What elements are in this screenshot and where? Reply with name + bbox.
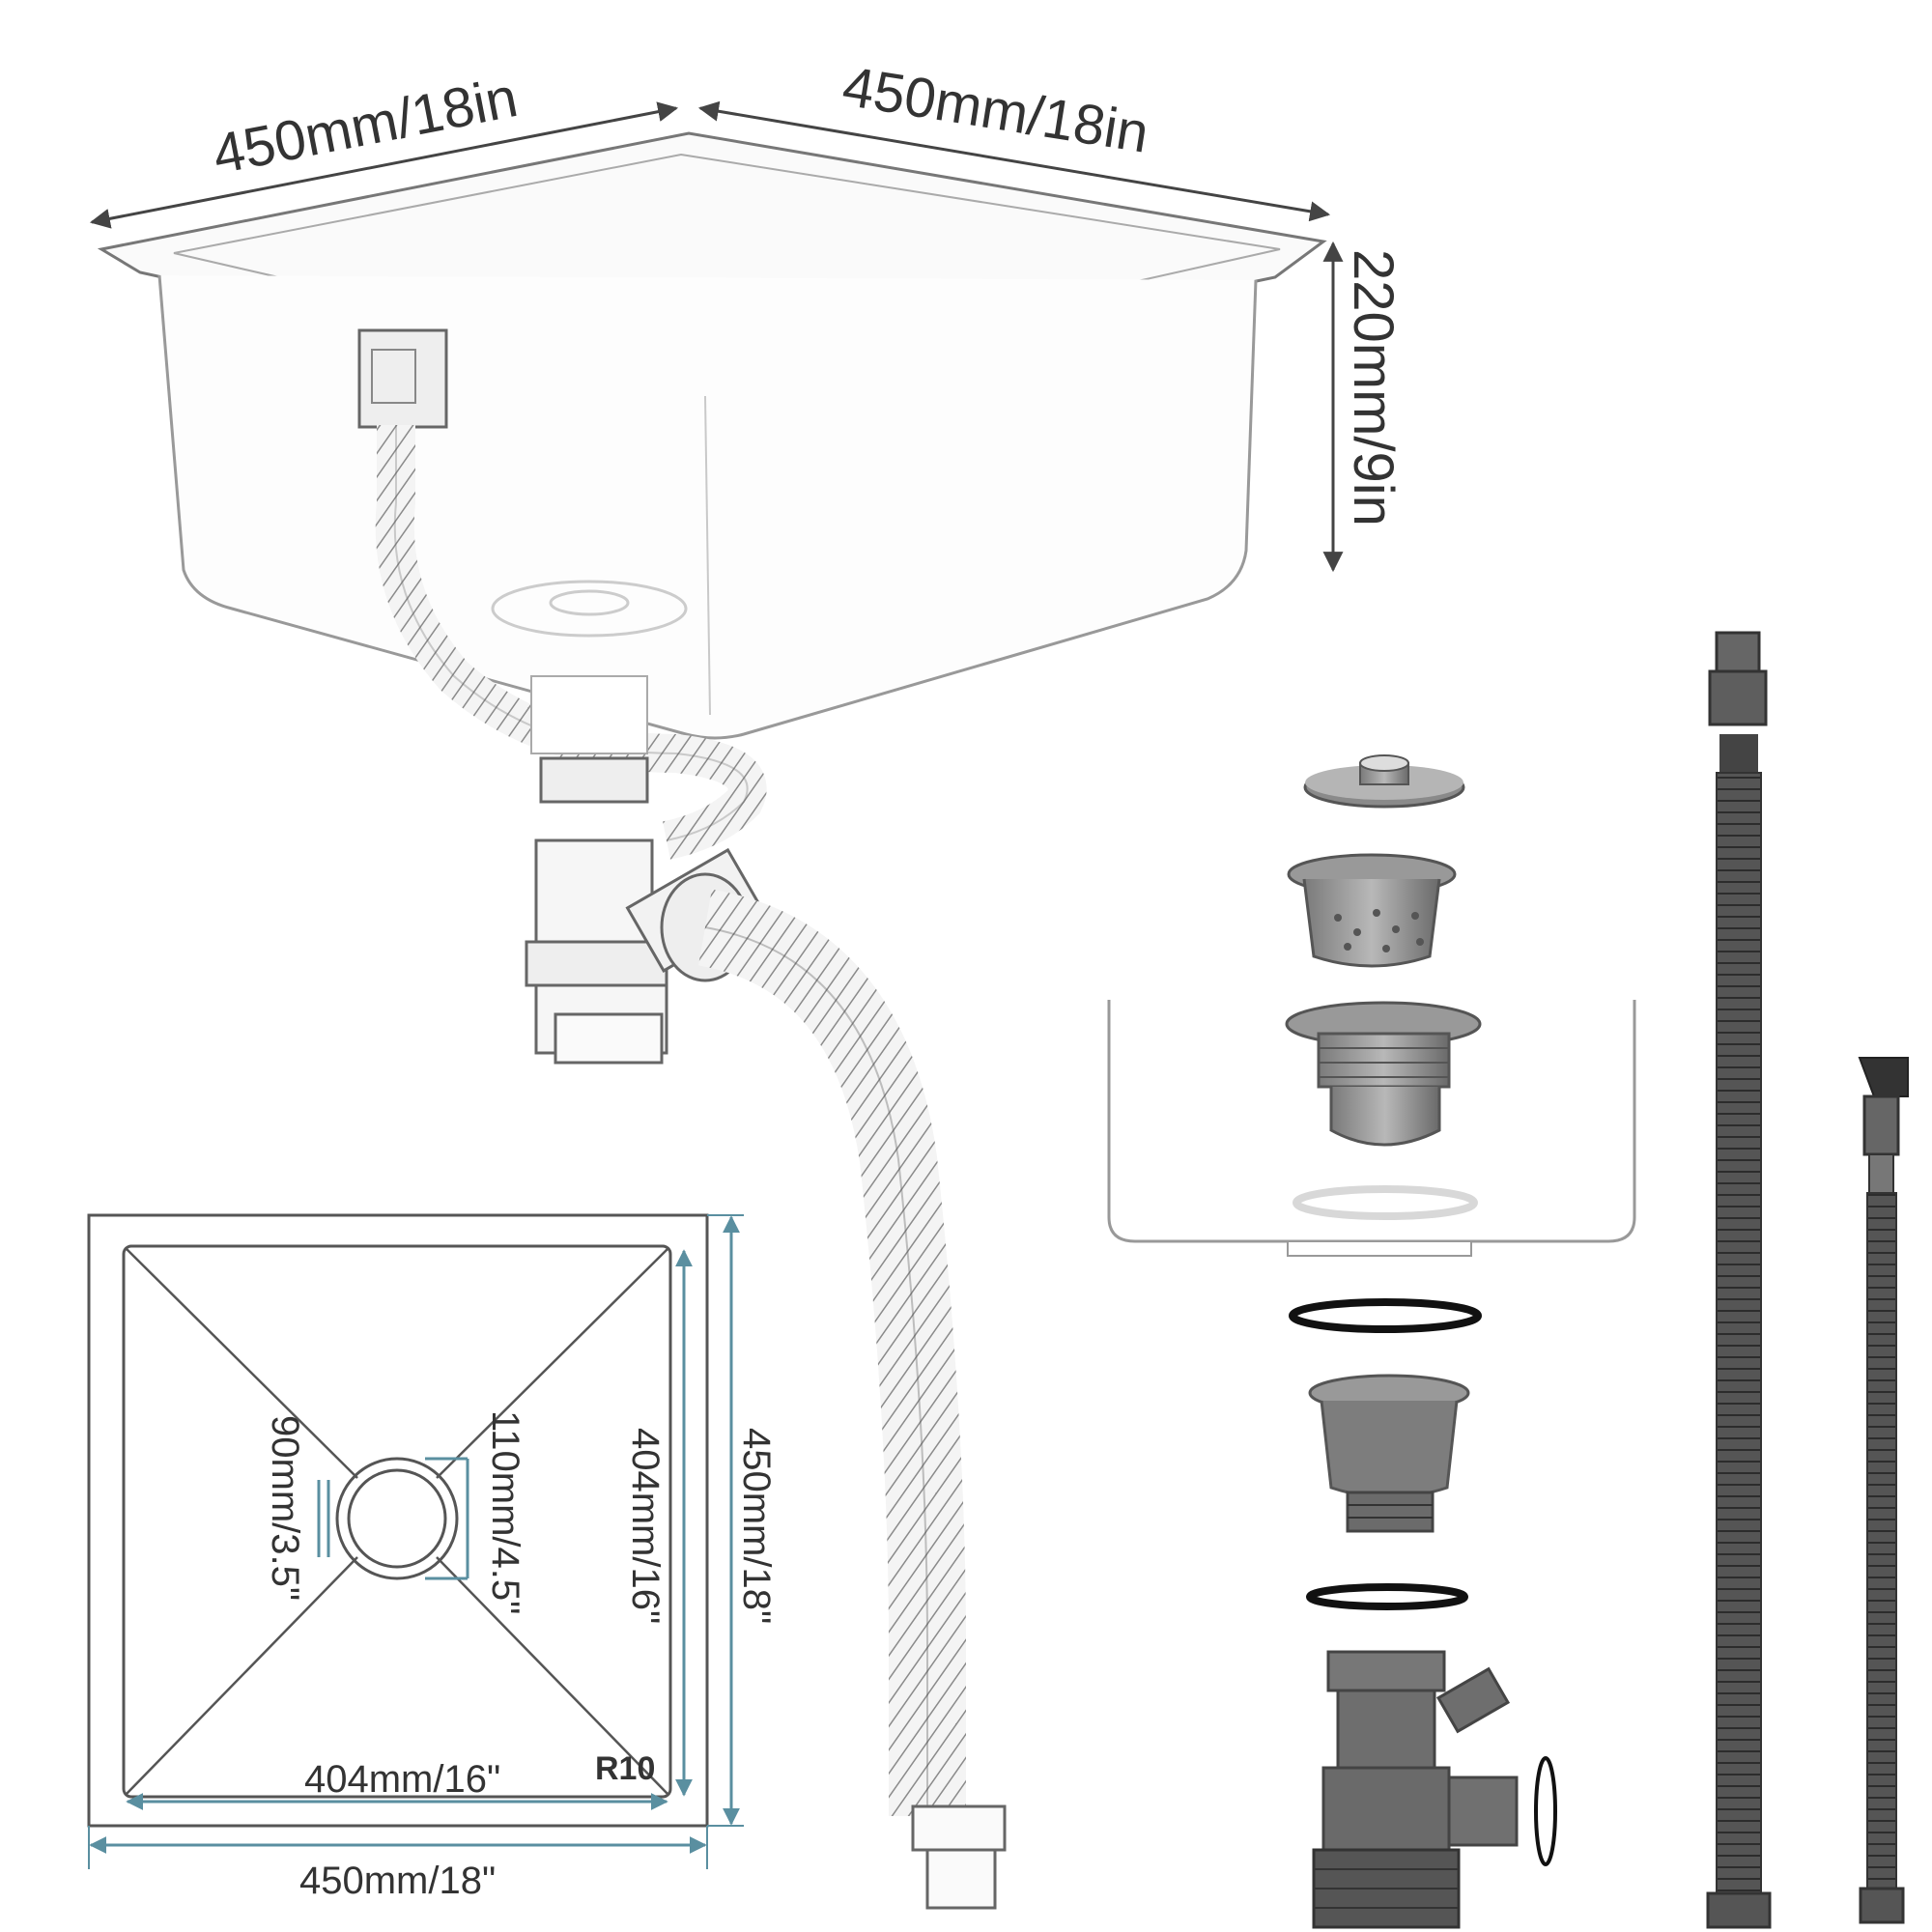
outer-outline bbox=[87, 1213, 709, 1828]
overflow-pipe bbox=[1858, 1057, 1909, 1924]
inner-height-label: 404mm/16" bbox=[624, 1428, 667, 1624]
drain-hose bbox=[697, 889, 966, 1816]
inner-width-label: 404mm/16" bbox=[304, 1758, 500, 1801]
drain-parts bbox=[1107, 631, 1909, 1929]
outer-height-label: 450mm/18" bbox=[735, 1428, 778, 1624]
stopper-cap bbox=[1303, 754, 1465, 809]
bottle-trap bbox=[1312, 1650, 1557, 1929]
overflow-fitting bbox=[357, 328, 448, 429]
top-width-dimension bbox=[89, 101, 679, 229]
drain-inner-label: 90mm/3.5" bbox=[264, 1415, 306, 1601]
long-drain-hose bbox=[1706, 631, 1772, 1929]
strainer-basket bbox=[1287, 853, 1457, 968]
top-view-drawing: 90mm/3.5" 110mm/4.5" 404mm/16" 450mm/18"… bbox=[87, 1213, 778, 1902]
drain-outer-label: 110mm/4.5" bbox=[484, 1410, 526, 1614]
top-depth-dimension bbox=[697, 100, 1331, 222]
drain-hole-inner bbox=[347, 1468, 447, 1569]
black-gasket-small bbox=[1306, 1583, 1468, 1610]
corner-radius-label: R10 bbox=[595, 1750, 655, 1787]
trap-body bbox=[534, 838, 654, 958]
black-gasket-large bbox=[1289, 1298, 1482, 1333]
drain-body bbox=[1285, 1001, 1482, 1147]
trap-nut bbox=[539, 756, 649, 804]
lower-drain-body bbox=[1308, 1374, 1470, 1533]
height-label: 220mm/9in bbox=[1342, 249, 1405, 526]
white-gasket bbox=[1293, 1185, 1478, 1220]
drain-hole-outer bbox=[335, 1457, 459, 1580]
outer-width-label: 450mm/18" bbox=[299, 1860, 496, 1902]
top-depth-label: 450mm/18in bbox=[838, 55, 1152, 165]
